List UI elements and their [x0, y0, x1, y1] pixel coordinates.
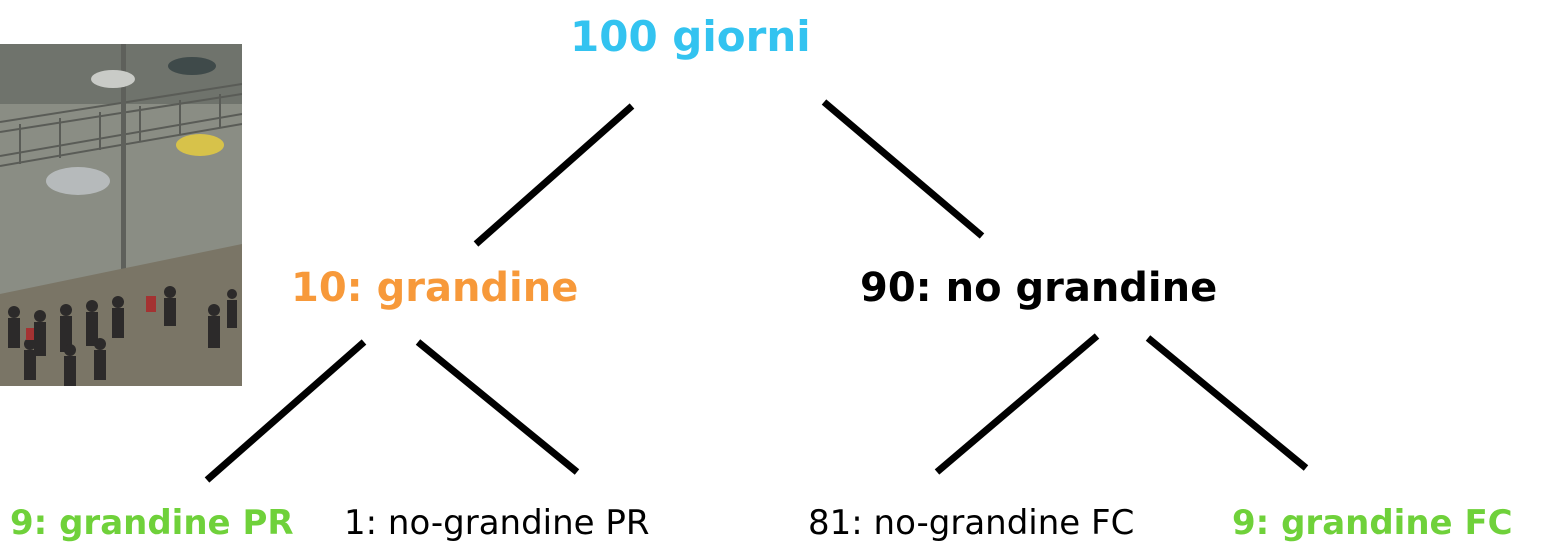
- edge-root-left: [473, 103, 635, 247]
- hail-flood-photo-drawing: [0, 44, 242, 386]
- edge-left-leaf1: [204, 339, 367, 483]
- leaf-hail-fc-label: 9: grandine FC: [1232, 503, 1513, 543]
- edge-left-leaf2: [415, 339, 580, 475]
- leaf-no-hail-pr-label: 1: no-grandine PR: [344, 503, 650, 543]
- no-hail-node-label: 90: no grandine: [860, 265, 1218, 311]
- hail-node-label: 10: grandine: [291, 265, 579, 311]
- edge-right-leaf4: [1145, 335, 1309, 471]
- hail-flood-photo: [0, 44, 242, 386]
- edge-root-right: [821, 99, 985, 239]
- leaf-hail-pr-label: 9: grandine PR: [10, 503, 294, 543]
- edge-right-leaf3: [934, 333, 1100, 475]
- leaf-no-hail-fc-label: 81: no-grandine FC: [808, 503, 1135, 543]
- root-node-label: 100 giorni: [570, 12, 811, 61]
